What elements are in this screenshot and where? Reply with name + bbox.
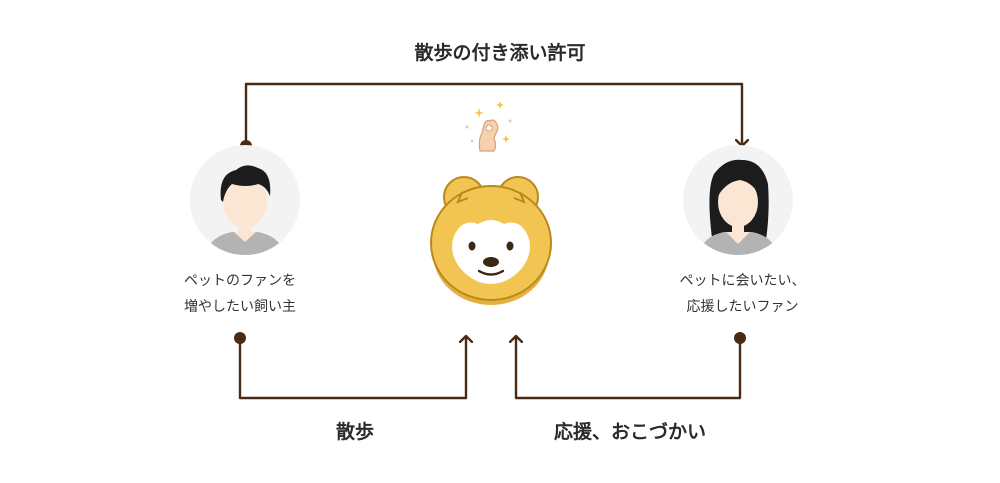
dog-face-icon — [430, 176, 552, 305]
edge-bottom-left-connector — [234, 332, 466, 400]
edge-bottom-right-start-dot — [734, 332, 746, 344]
owner-node-caption: ペットのファンを 増やしたい飼い主 — [150, 268, 330, 320]
edge-bottom-left-label: 散歩 — [335, 421, 374, 443]
fan-caption-line1: ペットに会いたい、 — [679, 273, 806, 289]
edge-top-label: 散歩の付き添い許可 — [414, 42, 586, 64]
edge-bottom-right-connector — [516, 332, 746, 400]
owner-caption-line1: ペットのファンを — [184, 273, 296, 289]
man-avatar-icon — [190, 145, 300, 255]
edge-bottom-right-label: 応援、おこづかい — [553, 421, 706, 443]
ok-hand-sparkle-icon — [465, 101, 512, 152]
fan-caption-line2: 応援したいファン — [686, 299, 799, 315]
owner-caption-line2: 増やしたい飼い主 — [184, 299, 296, 315]
woman-avatar-icon — [683, 145, 793, 255]
fan-node-caption: ペットに会いたい、 応援したいファン — [650, 268, 835, 320]
edge-bottom-left-start-dot — [234, 332, 246, 344]
